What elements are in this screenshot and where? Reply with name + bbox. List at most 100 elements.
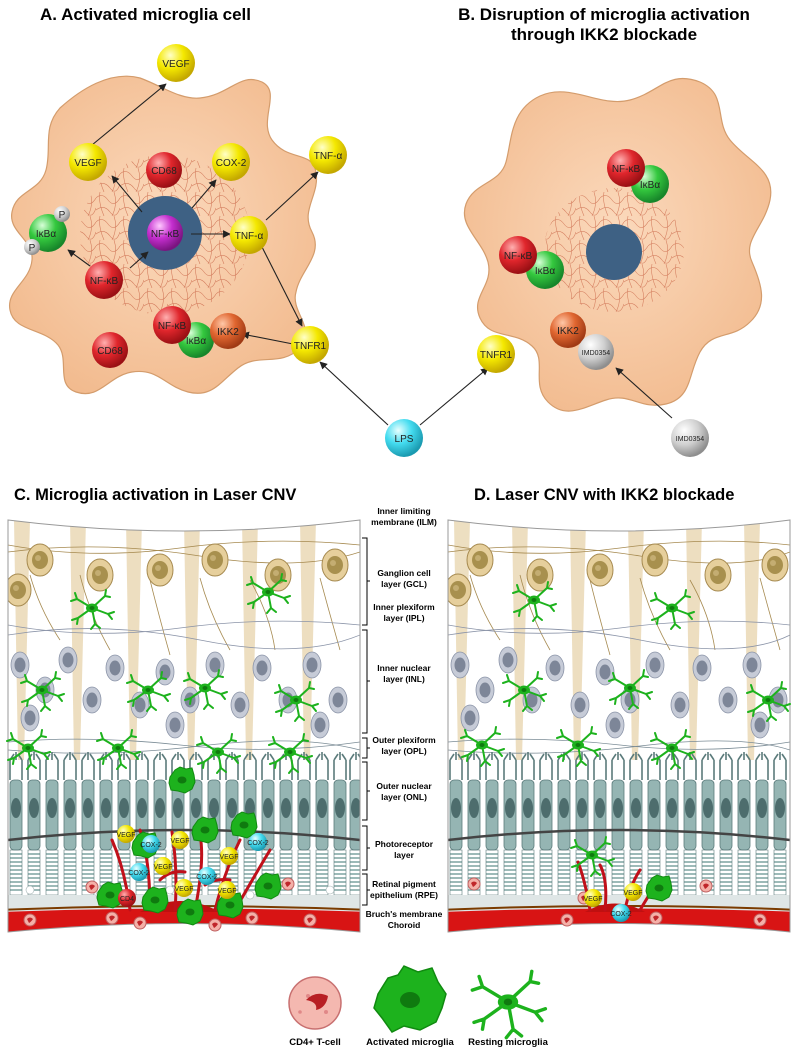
resting-microglia-cell bbox=[463, 77, 772, 412]
nucleus-b bbox=[586, 224, 642, 280]
mol-ikk2-a: IKK2 bbox=[210, 313, 246, 349]
panel-b-title-1: B. Disruption of microglia activation bbox=[458, 5, 750, 24]
legend-tcell-icon bbox=[288, 976, 342, 1030]
mol-vegf-outer: VEGF bbox=[157, 44, 195, 82]
mol-d-cox2: COX-2 bbox=[610, 904, 632, 922]
svg-text:NF-κB: NF-κB bbox=[90, 276, 119, 287]
mol-c-cox2-4: COX-2 bbox=[128, 863, 150, 881]
layer-labels bbox=[362, 537, 370, 906]
svg-text:IκBα: IκBα bbox=[186, 336, 206, 347]
mol-vegf-inner: VEGF bbox=[69, 143, 107, 181]
svg-text:VEGF: VEGF bbox=[74, 158, 101, 169]
svg-text:layer (ONL): layer (ONL) bbox=[381, 792, 427, 802]
panel-b-title-2: through IKK2 blockade bbox=[511, 25, 697, 44]
legend-resting-label: Resting microglia bbox=[468, 1037, 548, 1048]
mol-c-cox2-1: COX-2 bbox=[140, 835, 162, 853]
svg-text:VEGF: VEGF bbox=[217, 888, 236, 895]
svg-text:P: P bbox=[59, 210, 66, 221]
svg-text:epithelium (RPE): epithelium (RPE) bbox=[370, 890, 438, 900]
svg-text:IκBα: IκBα bbox=[36, 229, 56, 240]
svg-text:IκBα: IκBα bbox=[640, 180, 660, 191]
svg-text:COX-2: COX-2 bbox=[128, 870, 150, 877]
svg-text:Outer plexiform: Outer plexiform bbox=[372, 735, 436, 745]
svg-text:COX-2: COX-2 bbox=[247, 840, 269, 847]
imd-arrow bbox=[615, 367, 673, 419]
svg-text:IKK2: IKK2 bbox=[217, 327, 239, 338]
svg-text:COX-2: COX-2 bbox=[610, 911, 632, 918]
mol-c-vegf-1: VEGF bbox=[116, 825, 136, 843]
mol-lps: LPS bbox=[385, 419, 423, 457]
retina-panel-d: VEGF VEGF COX-2 bbox=[447, 519, 791, 933]
svg-text:VEGF: VEGF bbox=[153, 864, 172, 871]
svg-text:TNFR1: TNFR1 bbox=[480, 350, 513, 361]
mol-nfkb-b2: NF-κB bbox=[499, 236, 537, 274]
svg-text:layer (IPL): layer (IPL) bbox=[383, 613, 424, 623]
retina-panel-c: VEGF COX-2 VEGF COX-2 VEGF VEGF COX-2 VE… bbox=[6, 519, 361, 933]
svg-text:membrane (ILM): membrane (ILM) bbox=[371, 517, 437, 527]
svg-text:Outer nuclear: Outer nuclear bbox=[376, 781, 432, 791]
svg-text:layer (GCL): layer (GCL) bbox=[381, 579, 427, 589]
panel-d-title: D. Laser CNV with IKK2 blockade bbox=[474, 486, 734, 504]
svg-text:NF-κB: NF-κB bbox=[612, 164, 641, 175]
mol-ikk2-b: IKK2 bbox=[550, 312, 586, 348]
svg-text:CD68: CD68 bbox=[97, 346, 123, 357]
svg-text:NF-κB: NF-κB bbox=[151, 229, 180, 240]
svg-text:VEGF: VEGF bbox=[174, 886, 193, 893]
svg-text:TNFR1: TNFR1 bbox=[294, 341, 327, 352]
mol-tnfr1-b: TNFR1 bbox=[477, 335, 515, 373]
mol-p-2: P bbox=[24, 239, 40, 255]
mol-cox2: COX-2 bbox=[212, 143, 250, 181]
mol-p-1: P bbox=[54, 206, 70, 222]
mol-d-vegf-2: VEGF bbox=[623, 883, 643, 901]
mol-imd0354-bound: IMD0354 bbox=[578, 334, 614, 370]
mol-d-vegf-1: VEGF bbox=[583, 889, 603, 907]
svg-text:Photoreceptor: Photoreceptor bbox=[375, 839, 434, 849]
svg-text:Inner plexiform: Inner plexiform bbox=[373, 602, 435, 612]
svg-text:TNF-α: TNF-α bbox=[235, 231, 264, 242]
mol-c-vegf-4: VEGF bbox=[219, 847, 239, 865]
svg-text:layer (INL): layer (INL) bbox=[383, 674, 425, 684]
mol-c-vegf-2: VEGF bbox=[170, 831, 190, 849]
svg-text:VEGF: VEGF bbox=[219, 854, 238, 861]
svg-text:CD68: CD68 bbox=[151, 166, 177, 177]
svg-text:Choroid: Choroid bbox=[388, 920, 421, 930]
svg-text:VEGF: VEGF bbox=[170, 838, 189, 845]
mol-c-vegf-5: VEGF bbox=[174, 879, 194, 897]
svg-text:COX-2: COX-2 bbox=[216, 158, 247, 169]
svg-text:Inner limiting: Inner limiting bbox=[377, 506, 430, 516]
legend-tcell-label: CD4+ T-cell bbox=[289, 1037, 340, 1048]
mol-nfkb-b1: NF-κB bbox=[607, 149, 645, 187]
svg-text:IκBα: IκBα bbox=[535, 266, 555, 277]
svg-text:COX-2: COX-2 bbox=[140, 842, 162, 849]
mol-nfkb-nucleus: NF-κB bbox=[147, 215, 183, 251]
legend-activated-label: Activated microglia bbox=[366, 1037, 454, 1048]
mol-cd68-bottom: CD68 bbox=[92, 332, 128, 368]
panel-a-arrows bbox=[67, 83, 489, 426]
legend: CD4+ T-cell Activated microglia Resting … bbox=[288, 965, 549, 1048]
mol-cd68-top: CD68 bbox=[146, 152, 182, 188]
svg-text:Bruch's membrane: Bruch's membrane bbox=[366, 909, 443, 919]
svg-text:NF-κB: NF-κB bbox=[504, 251, 533, 262]
mol-tnfa-inner: TNF-α bbox=[230, 216, 268, 254]
panel-c-title: C. Microglia activation in Laser CNV bbox=[14, 486, 296, 504]
svg-text:IMD0354: IMD0354 bbox=[676, 436, 705, 443]
mol-tnfr1-a: TNFR1 bbox=[291, 326, 329, 364]
svg-text:VEGF: VEGF bbox=[623, 890, 642, 897]
mol-tnfa-outer: TNF-α bbox=[309, 136, 347, 174]
mol-c-vegf-3: VEGF bbox=[153, 857, 173, 875]
svg-text:VEGF: VEGF bbox=[116, 832, 135, 839]
mol-imd0354-free: IMD0354 bbox=[671, 419, 709, 457]
svg-text:IMD0354: IMD0354 bbox=[582, 350, 611, 357]
svg-text:NF-κB: NF-κB bbox=[158, 321, 187, 332]
mol-c-cox2-2: COX-2 bbox=[247, 833, 269, 851]
svg-text:Retinal pigment: Retinal pigment bbox=[372, 879, 436, 889]
svg-text:VEGF: VEGF bbox=[162, 59, 189, 70]
svg-text:layer (OPL): layer (OPL) bbox=[381, 746, 427, 756]
mol-nfkb-cyto: NF-κB bbox=[85, 261, 123, 299]
legend-activated-microglia-icon bbox=[373, 965, 447, 1033]
svg-text:layer: layer bbox=[394, 850, 415, 860]
svg-text:IKK2: IKK2 bbox=[557, 326, 579, 337]
panel-a-title: A. Activated microglia cell bbox=[40, 5, 251, 24]
svg-text:LPS: LPS bbox=[395, 434, 414, 445]
